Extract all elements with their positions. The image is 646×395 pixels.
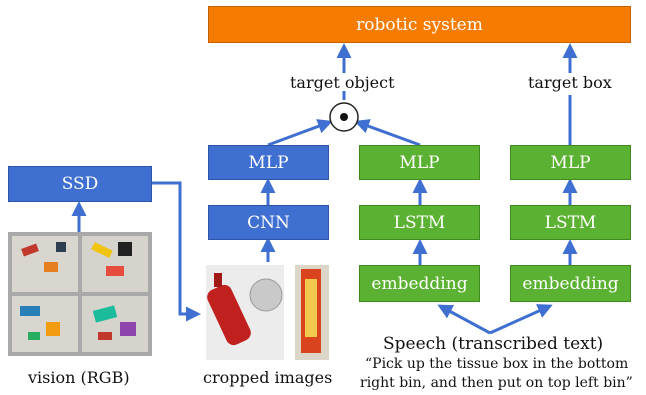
ketchup-bottle-photo [206, 265, 284, 360]
quote-line-2: right bin, and then put on top left bin” [360, 375, 633, 391]
ssd-label: SSD [61, 174, 99, 194]
embedding-object-label: embedding [371, 273, 468, 294]
lstm-box-block: LSTM [510, 205, 631, 240]
target-box-label: target box [528, 73, 612, 92]
mlp-vision-label: MLP [248, 152, 289, 173]
arrow-mlp-dot-right [354, 119, 421, 147]
robotic-system-block: robotic system [208, 6, 631, 43]
target-object-label: target object [290, 73, 395, 92]
cropped-image-1 [206, 265, 284, 360]
embedding-object-block: embedding [359, 265, 480, 302]
arrow-speech-embed-box [489, 304, 553, 335]
embedding-box-block: embedding [510, 265, 631, 302]
cnn-label: CNN [247, 212, 290, 233]
lstm-object-block: LSTM [359, 205, 480, 240]
arrow-speech-embed-obj [437, 304, 491, 335]
arrow-mlp-dot-left [267, 119, 333, 147]
robotic-system-label: robotic system [356, 14, 483, 35]
speech-label: Speech (transcribed text) [383, 334, 604, 354]
lstm-object-label: LSTM [393, 212, 446, 233]
cnn-block: CNN [208, 205, 329, 240]
mlp-object-block: MLP [359, 145, 480, 180]
mlp-vision-block: MLP [208, 145, 329, 180]
mlp-box-block: MLP [510, 145, 631, 180]
tissue-box-photo [295, 265, 329, 360]
arrow-ssd-cropped [152, 181, 201, 322]
ssd-block: SSD [8, 166, 152, 202]
vision-label: vision (RGB) [28, 368, 130, 387]
mlp-object-label: MLP [399, 152, 440, 173]
mlp-box-label: MLP [550, 152, 591, 173]
bin-photo [8, 232, 152, 356]
quote-line-1: “Pick up the tissue box in the bottom [365, 356, 629, 372]
vision-image [8, 232, 152, 356]
cropped-image-2 [295, 265, 329, 360]
embedding-box-label: embedding [522, 273, 619, 294]
circled-dot-icon [329, 102, 359, 132]
cropped-label: cropped images [203, 368, 333, 387]
lstm-box-label: LSTM [544, 212, 597, 233]
